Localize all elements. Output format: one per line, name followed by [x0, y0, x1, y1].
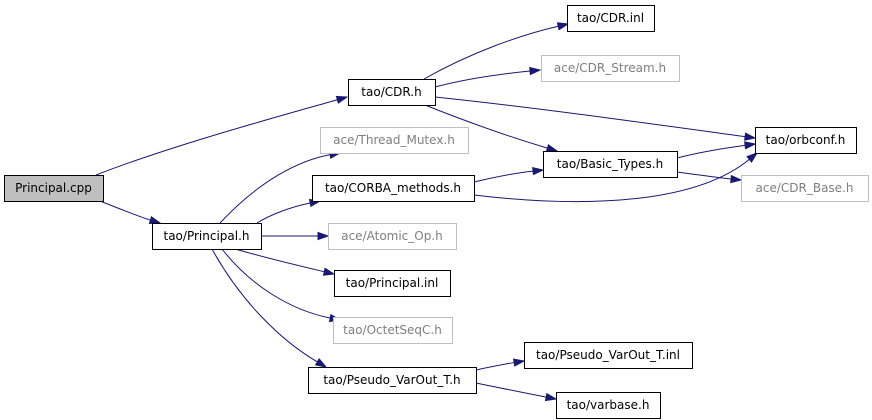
node-box — [320, 127, 469, 154]
arrow-head — [322, 267, 336, 276]
node-tao-orbconf-h[interactable]: tao/orbconf.h — [755, 127, 857, 154]
arrow-head — [556, 22, 570, 31]
edge-tao-basic-types-h-to-ace-cdr-base-h — [676, 171, 743, 184]
edge-line — [423, 25, 559, 80]
node-principal-cpp[interactable]: Principal.cpp — [4, 175, 104, 202]
node-box — [567, 5, 655, 32]
node-label: Principal.cpp — [15, 181, 92, 195]
edge-tao-principal-h-to-ace-atomic-op-h — [261, 231, 330, 241]
node-box — [333, 317, 453, 344]
edge-line — [473, 170, 534, 183]
arrow-head — [730, 174, 743, 184]
node-box — [4, 175, 104, 202]
node-ace-cdr-stream-h[interactable]: ace/CDR_Stream.h — [541, 55, 680, 82]
edge-tao-pseudo-varout-t-h-to-tao-pseudo-varout-t-inl — [475, 358, 526, 371]
node-ace-atomic-op-h[interactable]: ace/Atomic_Op.h — [328, 223, 457, 250]
node-tao-basic-types-h[interactable]: tao/Basic_Types.h — [543, 151, 678, 178]
node-label: tao/varbase.h — [567, 398, 650, 412]
edge-line — [676, 144, 746, 159]
node-ace-cdr-base-h[interactable]: ace/CDR_Base.h — [741, 175, 869, 202]
node-label: tao/CDR.h — [361, 85, 421, 99]
arrow-head — [746, 152, 759, 163]
node-label: tao/CDR.inl — [577, 11, 644, 25]
node-label: tao/OctetSeqC.h — [343, 323, 442, 337]
arrow-head — [744, 132, 757, 141]
arrow-head — [335, 95, 349, 104]
edge-line — [256, 202, 311, 224]
edge-line — [424, 104, 548, 149]
node-tao-pseudo-varout-t-inl[interactable]: tao/Pseudo_VarOut_T.inl — [524, 342, 693, 369]
node-label: ace/CDR_Stream.h — [554, 61, 666, 75]
edge-line — [475, 362, 515, 371]
edge-tao-pseudo-varout-t-h-to-tao-varbase-h — [475, 382, 558, 402]
node-layer: Principal.cpp tao/CDR.h tao/Principal.h tao… — [4, 5, 869, 419]
node-label: tao/CORBA_methods.h — [325, 181, 461, 195]
arrow-head — [545, 143, 559, 153]
arrow-head — [314, 358, 328, 368]
arrow-head — [148, 215, 162, 225]
edge-principal-cpp-to-tao-cdr-h — [95, 95, 349, 176]
node-label: tao/Pseudo_VarOut_T.inl — [536, 348, 680, 362]
arrow-head — [529, 66, 542, 76]
node-box — [348, 79, 436, 106]
edge-line — [99, 200, 151, 221]
edge-tao-corba-methods-h-to-tao-orbconf-h — [473, 152, 759, 203]
edge-tao-basic-types-h-to-tao-orbconf-h — [676, 141, 757, 159]
node-tao-cdr-inl[interactable]: tao/CDR.inl — [567, 5, 655, 32]
node-tao-cdr-h[interactable]: tao/CDR.h — [348, 79, 436, 106]
edge-line — [95, 99, 338, 176]
edge-line — [434, 70, 531, 88]
edge-line — [221, 248, 331, 319]
node-box — [543, 151, 678, 178]
node-tao-varbase-h[interactable]: tao/varbase.h — [556, 392, 661, 419]
edge-tao-principal-h-to-tao-pseudo-varout-t-h — [211, 248, 328, 368]
edge-line — [473, 158, 750, 203]
node-label: ace/CDR_Base.h — [756, 181, 854, 195]
edge-line — [211, 248, 318, 363]
node-label: tao/Principal.inl — [346, 276, 439, 290]
node-box — [556, 392, 661, 419]
node-box — [741, 175, 869, 202]
edge-tao-corba-methods-h-to-tao-basic-types-h — [473, 166, 545, 183]
edge-tao-cdr-h-to-tao-orbconf-h — [434, 96, 757, 141]
node-tao-principal-h[interactable]: tao/Principal.h — [152, 223, 262, 250]
arrow-head — [544, 392, 558, 402]
arrow-head — [532, 166, 545, 176]
edge-line — [676, 171, 732, 180]
node-tao-principal-inl[interactable]: tao/Principal.inl — [334, 270, 451, 297]
node-label: tao/Principal.h — [164, 229, 250, 243]
node-label: ace/Atomic_Op.h — [341, 229, 443, 243]
edge-tao-principal-h-to-tao-octetseqc-h — [221, 248, 342, 323]
arrow-head — [744, 141, 757, 150]
arrow-head — [317, 231, 330, 241]
node-tao-octetseqc-h[interactable]: tao/OctetSeqC.h — [333, 317, 453, 344]
node-box — [308, 367, 477, 394]
edge-tao-principal-h-to-tao-corba-methods-h — [256, 198, 322, 224]
node-box — [541, 55, 680, 82]
node-label: tao/orbconf.h — [766, 133, 846, 147]
node-tao-pseudo-varout-t-h[interactable]: tao/Pseudo_VarOut_T.h — [308, 367, 477, 394]
edge-line — [475, 382, 547, 398]
node-box — [312, 175, 475, 202]
node-label: ace/Thread_Mutex.h — [333, 133, 455, 147]
node-tao-corba-methods-h[interactable]: tao/CORBA_methods.h — [312, 175, 475, 202]
edge-line — [219, 154, 331, 224]
edge-line — [234, 248, 325, 273]
edge-principal-cpp-to-tao-principal-h — [99, 200, 162, 225]
node-box — [334, 270, 451, 297]
node-label: tao/Basic_Types.h — [557, 157, 663, 171]
node-box — [152, 223, 262, 250]
node-box — [328, 223, 457, 250]
node-ace-thread-mutex-h[interactable]: ace/Thread_Mutex.h — [320, 127, 469, 154]
arrow-head — [512, 358, 526, 367]
node-box — [755, 127, 857, 154]
edge-tao-cdr-h-to-tao-cdr-inl — [423, 22, 570, 80]
node-box — [524, 342, 693, 369]
edge-tao-principal-h-to-tao-principal-inl — [234, 248, 336, 276]
edge-line — [434, 96, 746, 138]
edge-tao-cdr-h-to-ace-cdr-stream-h — [434, 66, 542, 88]
node-label: tao/Pseudo_VarOut_T.h — [323, 373, 460, 387]
